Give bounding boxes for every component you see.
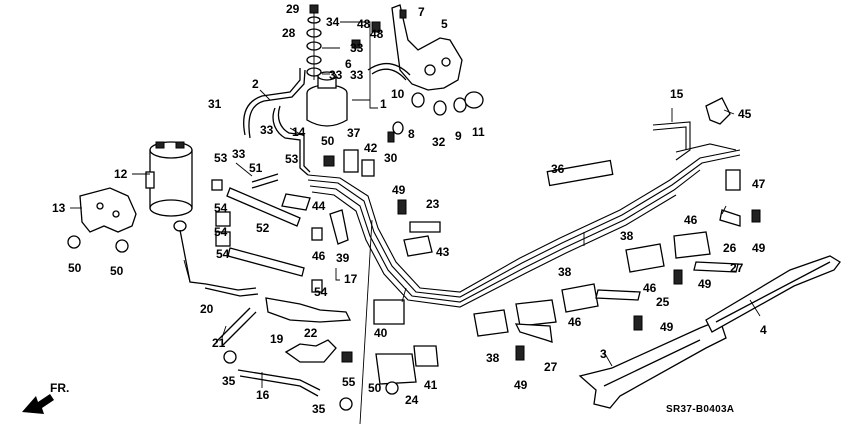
callout: 54 bbox=[214, 201, 228, 215]
misc-clips bbox=[281, 97, 731, 395]
callout: 41 bbox=[424, 378, 438, 392]
callout: 2 bbox=[252, 77, 259, 91]
callout: 13 bbox=[52, 201, 66, 215]
callout: 48 bbox=[370, 27, 384, 41]
callout: 27 bbox=[730, 261, 744, 275]
pipe-clips bbox=[473, 159, 741, 343]
callout: 54 bbox=[314, 285, 328, 299]
callout: 38 bbox=[486, 351, 500, 365]
callout: 10 bbox=[391, 87, 405, 101]
callout: 28 bbox=[282, 26, 296, 40]
bolts bbox=[323, 155, 761, 361]
callout: 50 bbox=[321, 134, 335, 148]
callout: 53 bbox=[285, 152, 299, 166]
callout: 20 bbox=[200, 302, 214, 316]
callout: 55 bbox=[342, 375, 356, 389]
callout: 49 bbox=[514, 378, 528, 392]
callout: 31 bbox=[208, 97, 222, 111]
callout: 50 bbox=[68, 261, 82, 275]
callout: 48 bbox=[357, 17, 371, 31]
callout: 34 bbox=[326, 15, 340, 29]
callout: 43 bbox=[436, 245, 450, 259]
callout: 50 bbox=[110, 264, 124, 278]
callout: 49 bbox=[660, 320, 674, 334]
callout: 54 bbox=[214, 225, 228, 239]
callout: 33 bbox=[350, 68, 364, 82]
callouts: 29 34 48 48 7 5 28 33 33 6 33 10 2 31 1 … bbox=[52, 2, 767, 416]
callout: 30 bbox=[384, 151, 398, 165]
callout: 49 bbox=[752, 241, 766, 255]
callout: 46 bbox=[684, 213, 698, 227]
lower-hoses bbox=[179, 229, 353, 411]
front-direction-arrow: FR. bbox=[22, 381, 69, 414]
callout: 25 bbox=[656, 295, 670, 309]
callout: 33 bbox=[329, 68, 343, 82]
vacuum-hoses bbox=[211, 173, 323, 293]
filter-bolt-stack bbox=[306, 4, 322, 80]
callout: 23 bbox=[426, 197, 440, 211]
callout: 39 bbox=[336, 251, 350, 265]
callout: 16 bbox=[256, 388, 270, 402]
callout: 49 bbox=[392, 183, 406, 197]
callout: 46 bbox=[568, 315, 582, 329]
grommets bbox=[387, 91, 484, 143]
callout: 11 bbox=[472, 125, 485, 139]
callout: 53 bbox=[214, 151, 228, 165]
callout: 33 bbox=[350, 41, 364, 55]
callout: 6 bbox=[345, 57, 352, 71]
callout: 54 bbox=[216, 247, 230, 261]
callout: 38 bbox=[620, 229, 634, 243]
leader-lines bbox=[70, 21, 761, 425]
callout: 15 bbox=[670, 87, 684, 101]
diagram-code: SR37-B0403A bbox=[666, 404, 734, 415]
pipe-bundle bbox=[307, 121, 741, 308]
callout: 1 bbox=[380, 97, 387, 111]
callout: 40 bbox=[374, 326, 388, 340]
callout: 32 bbox=[432, 135, 446, 149]
callout: 3 bbox=[600, 347, 607, 361]
callout: 29 bbox=[286, 2, 300, 16]
callout: 46 bbox=[312, 249, 326, 263]
callout: 4 bbox=[760, 323, 767, 337]
callout: 35 bbox=[222, 374, 236, 388]
callout: 46 bbox=[643, 281, 657, 295]
direction-label: FR. bbox=[50, 381, 69, 395]
callout: 47 bbox=[752, 177, 766, 191]
callout: 36 bbox=[551, 162, 565, 176]
canister-bracket bbox=[67, 187, 137, 253]
callout: 27 bbox=[544, 360, 558, 374]
callout: 5 bbox=[441, 17, 448, 31]
hose-clamps bbox=[265, 297, 353, 363]
callout: 37 bbox=[347, 126, 361, 140]
callout: 35 bbox=[312, 402, 326, 416]
callout: 38 bbox=[558, 265, 572, 279]
callout: 50 bbox=[368, 381, 382, 395]
callout: 22 bbox=[304, 326, 318, 340]
callout: 33 bbox=[232, 147, 246, 161]
charcoal-canister bbox=[145, 141, 193, 232]
callout: 51 bbox=[249, 161, 263, 175]
callout: 24 bbox=[405, 393, 419, 407]
callout: 49 bbox=[698, 277, 712, 291]
callout: 17 bbox=[344, 272, 358, 286]
callout: 45 bbox=[738, 107, 752, 121]
callout: 14 bbox=[292, 125, 306, 139]
guard-plates bbox=[578, 255, 841, 409]
callout: 42 bbox=[364, 141, 378, 155]
callout: 52 bbox=[256, 221, 270, 235]
callout: 33 bbox=[260, 123, 274, 137]
callout: 21 bbox=[212, 336, 226, 350]
callout: 19 bbox=[270, 332, 284, 346]
callout: 26 bbox=[723, 241, 737, 255]
callout: 7 bbox=[418, 5, 425, 19]
callout: 12 bbox=[114, 167, 128, 181]
fuel-filter bbox=[306, 71, 348, 127]
filter-bracket bbox=[351, 4, 463, 91]
callout: 9 bbox=[455, 129, 462, 143]
callout: 44 bbox=[312, 199, 326, 213]
filter-hoses bbox=[243, 68, 311, 176]
callout: 8 bbox=[408, 127, 415, 141]
